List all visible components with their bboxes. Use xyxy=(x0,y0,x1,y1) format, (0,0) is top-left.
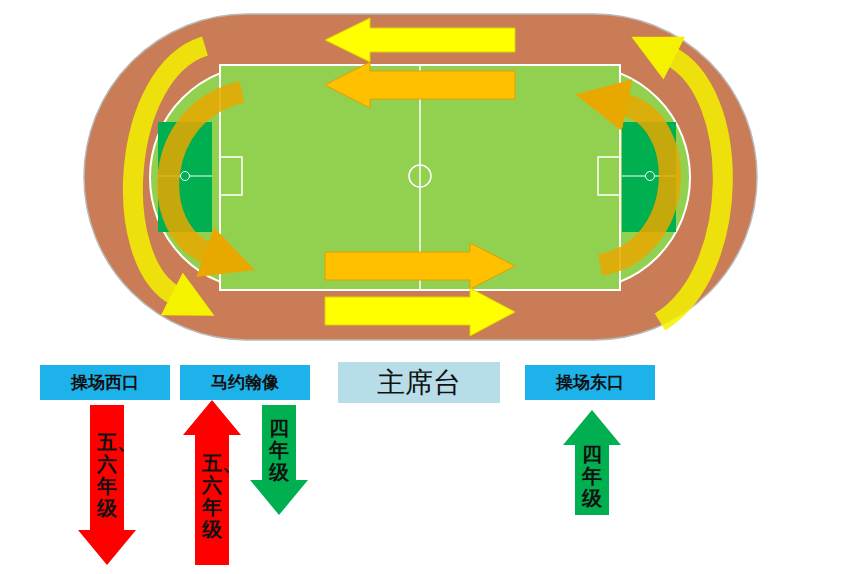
stand-label: 主席台 xyxy=(338,362,500,403)
direction-arrow xyxy=(325,243,515,289)
place-name: 操场西口 xyxy=(71,371,139,394)
place-name: 操场东口 xyxy=(556,371,624,394)
route-arrow: 五、六年级 xyxy=(183,400,241,565)
direction-arrow xyxy=(325,288,515,336)
centre-circle xyxy=(409,165,431,187)
route-arrow: 四年级 xyxy=(563,410,621,515)
entrance-label: 操场西口 xyxy=(40,365,170,400)
grade-label: 四年级 xyxy=(269,417,289,483)
route-arrow: 五、六年级 xyxy=(78,405,136,565)
arrow-outline xyxy=(250,405,308,515)
grade-label: 五、六年级 xyxy=(97,431,117,519)
curved-arrow xyxy=(168,92,242,254)
goal-box xyxy=(220,157,242,195)
penalty-spot xyxy=(181,172,190,181)
direction-arrow xyxy=(325,62,515,108)
grade-label: 五、六年级 xyxy=(202,452,222,540)
goal-box xyxy=(598,157,620,195)
penalty-spot xyxy=(646,172,655,181)
route-arrow: 四年级 xyxy=(250,405,308,515)
entrance-label: 操场东口 xyxy=(525,365,655,400)
running-track xyxy=(84,14,757,340)
place-name: 马约翰像 xyxy=(211,371,279,394)
arrow-outline xyxy=(183,400,241,565)
direction-arrow xyxy=(325,18,515,62)
place-name: 主席台 xyxy=(377,364,461,402)
grade-label: 四年级 xyxy=(582,443,602,509)
landmark-label: 马约翰像 xyxy=(180,365,310,400)
arrow-outline xyxy=(563,410,621,515)
arrow-outline xyxy=(78,405,136,565)
curved-arrow xyxy=(600,104,670,265)
